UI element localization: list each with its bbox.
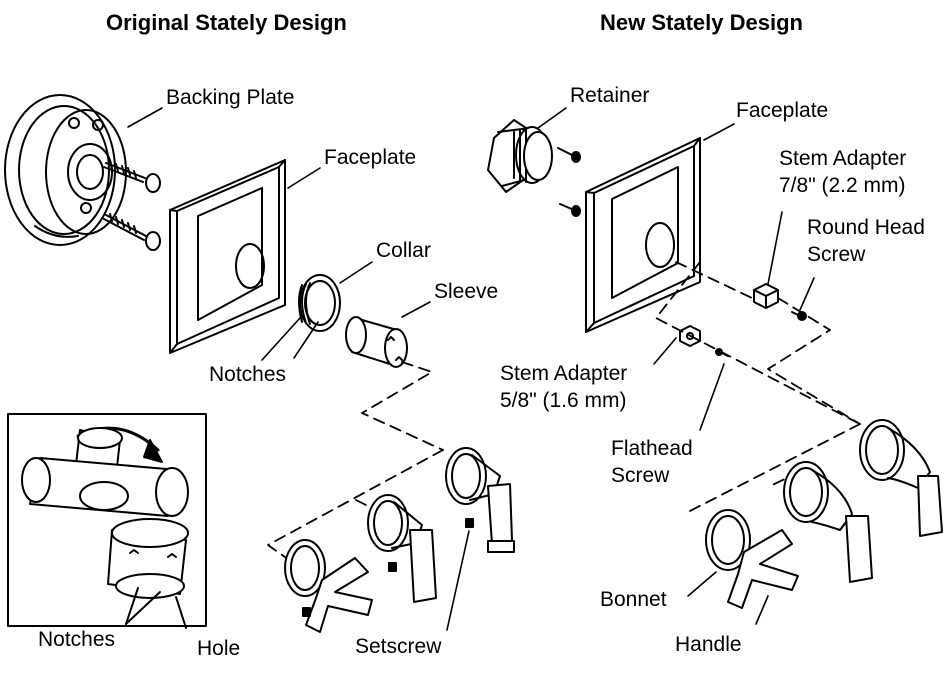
- backing-plate-screw: [104, 162, 160, 192]
- retainer-part: [488, 120, 552, 192]
- label-stem-adapter-7-8-line2: 7/8" (2.2 mm): [779, 174, 906, 197]
- label-stem-adapter-7-8-line1: Stem Adapter: [779, 147, 907, 170]
- label-faceplate-left: Faceplate: [324, 146, 417, 169]
- label-notches-main: Notches: [209, 363, 287, 386]
- collar-part: [299, 275, 340, 331]
- backing-plate-part: [5, 95, 126, 245]
- title-original-design: Original Stately Design: [106, 10, 347, 35]
- label-sleeve: Sleeve: [434, 280, 499, 303]
- label-retainer: Retainer: [570, 84, 650, 107]
- lever-handle-part-left-2: [410, 530, 436, 602]
- label-flathead-screw-line1: Flathead: [611, 437, 693, 460]
- label-notches-inset: Notches: [38, 628, 116, 651]
- label-flathead-screw-line2: Screw: [611, 464, 670, 487]
- leader-lines-right: [538, 108, 814, 624]
- round-head-screw-part: [792, 312, 806, 320]
- cross-handle-part-right: [728, 530, 798, 608]
- bonnet-part-right-2: [784, 462, 852, 530]
- setscrew-part: [303, 519, 473, 616]
- faceplate-left-part: [170, 160, 285, 353]
- label-hole: Hole: [197, 637, 241, 660]
- label-round-head-screw-line1: Round Head: [807, 216, 925, 239]
- label-faceplate-right: Faceplate: [736, 99, 829, 122]
- lever-handle-part-left-1: [488, 484, 514, 552]
- backing-plate-screw: [104, 214, 160, 250]
- retainer-screw: [558, 148, 580, 162]
- label-bonnet: Bonnet: [600, 588, 667, 611]
- sleeve-part: [346, 317, 407, 367]
- bonnet-part-right-3: [706, 510, 750, 570]
- bonnet-part-left-1: [446, 448, 500, 504]
- lever-handle-part-right-2: [846, 516, 872, 582]
- inset-detail-box: [8, 414, 206, 628]
- label-setscrew: Setscrew: [355, 635, 442, 658]
- label-backing-plate: Backing Plate: [166, 86, 295, 109]
- label-round-head-screw-line2: Screw: [807, 243, 866, 266]
- leader-lines-left: [128, 108, 469, 630]
- lever-handle-part-right-1: [918, 476, 942, 536]
- label-collar: Collar: [376, 239, 431, 262]
- label-stem-adapter-5-8-line2: 5/8" (1.6 mm): [500, 389, 627, 412]
- label-handle: Handle: [675, 633, 742, 656]
- stem-adapter-7-8-part: [754, 284, 778, 308]
- faceplate-right-part: [586, 138, 700, 332]
- label-stem-adapter-5-8-line1: Stem Adapter: [500, 362, 628, 385]
- retainer-screw: [560, 204, 580, 216]
- title-new-design: New Stately Design: [600, 10, 803, 35]
- bonnet-part-left-3: [285, 540, 325, 596]
